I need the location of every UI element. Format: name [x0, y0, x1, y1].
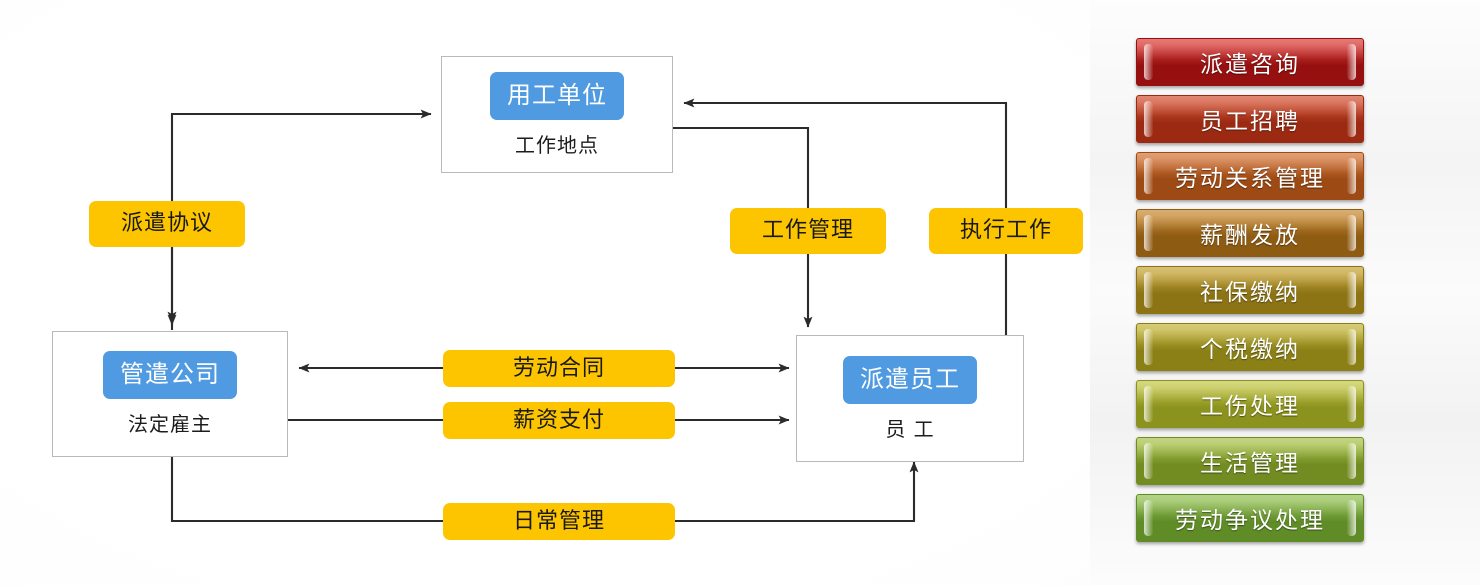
service-button-label: 劳动关系管理 [1175, 166, 1325, 192]
edge-label-daily-management[interactable]: 日常管理 [443, 503, 675, 540]
node-employer[interactable]: 用工单位 工作地点 [441, 56, 673, 173]
service-button-6[interactable]: 工伤处理 [1136, 380, 1364, 428]
node-employer-title: 用工单位 [490, 71, 624, 120]
edge-label-dispatch-agreement-text: 派遣协议 [120, 211, 213, 236]
service-button-label: 员工招聘 [1200, 109, 1300, 135]
service-button-label: 生活管理 [1200, 451, 1300, 477]
service-button-3[interactable]: 薪酬发放 [1136, 209, 1364, 257]
edge-label-labor-contract-text: 劳动合同 [512, 355, 605, 381]
service-button-label: 薪酬发放 [1200, 223, 1300, 249]
node-employer-subtitle: 工作地点 [515, 132, 599, 157]
edge-label-dispatch-agreement[interactable]: 派遣协议 [89, 201, 245, 247]
node-dispatched-employee[interactable]: 派遣员工 员 工 [796, 335, 1024, 462]
edge-label-perform-work-text: 执行工作 [959, 218, 1052, 243]
edge-label-perform-work[interactable]: 执行工作 [929, 208, 1083, 254]
service-button-2[interactable]: 劳动关系管理 [1136, 152, 1364, 200]
service-button-4[interactable]: 社保缴纳 [1136, 266, 1364, 314]
service-button-label: 社保缴纳 [1200, 280, 1300, 306]
edge-label-salary-payment-text: 薪资支付 [512, 407, 605, 433]
service-button-0[interactable]: 派遣咨询 [1136, 38, 1364, 86]
service-button-label: 工伤处理 [1200, 394, 1300, 420]
edge-label-work-management[interactable]: 工作管理 [730, 208, 886, 254]
service-button-5[interactable]: 个税缴纳 [1136, 323, 1364, 371]
edge-label-salary-payment[interactable]: 薪资支付 [443, 402, 675, 439]
service-button-1[interactable]: 员工招聘 [1136, 95, 1364, 143]
wire-daily-management-a [170, 457, 446, 523]
service-button-label: 派遣咨询 [1200, 52, 1300, 78]
node-dispatched-title: 派遣员工 [843, 355, 977, 404]
node-dispatched-subtitle: 员 工 [885, 416, 935, 441]
node-agency-subtitle: 法定雇主 [128, 412, 212, 436]
service-button-label: 个税缴纳 [1200, 337, 1300, 363]
wire-daily-management-b [673, 461, 919, 523]
wire-perform-work [683, 98, 1008, 335]
service-button-7[interactable]: 生活管理 [1136, 437, 1364, 485]
node-agency-title: 管遣公司 [103, 351, 237, 399]
node-agency[interactable]: 管遣公司 法定雇主 [52, 331, 288, 457]
service-button-8[interactable]: 劳动争议处理 [1136, 494, 1364, 542]
edge-label-labor-contract[interactable]: 劳动合同 [443, 350, 675, 387]
edge-label-daily-management-text: 日常管理 [512, 508, 605, 534]
service-button-label: 劳动争议处理 [1175, 508, 1325, 534]
edge-label-work-management-text: 工作管理 [761, 218, 854, 243]
wire-work-management [673, 126, 813, 328]
